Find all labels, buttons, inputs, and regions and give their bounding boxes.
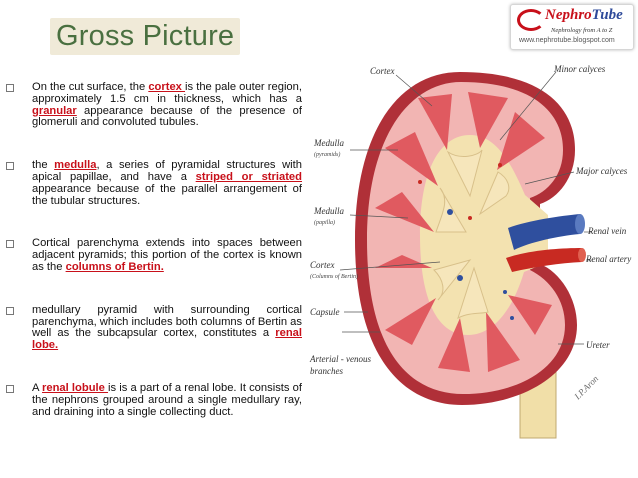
keyword-columns-of-bertin: columns of Bertin.	[65, 260, 164, 273]
pyramid	[497, 112, 545, 170]
square-bullet-icon	[6, 240, 14, 249]
leader-lines	[339, 71, 592, 345]
square-bullet-icon	[6, 384, 14, 393]
bullet-renal-lobule: A renal lobule is is a part of a renal l…	[6, 381, 302, 418]
label-medulla-pyramids: Medulla	[313, 138, 344, 148]
keyword-renal-lobule: renal lobule	[42, 381, 109, 394]
logo-name-part1: Nephro	[545, 7, 592, 23]
label-cortex-columns-sub: (Columns of Bertin)	[310, 273, 358, 280]
page-title: Gross Picture	[50, 18, 241, 55]
logo-url: www.nephrotube.blogspot.com	[519, 37, 615, 44]
nephrotube-logo[interactable]: NephroTube Nephrology from A to Z www.ne…	[510, 4, 634, 50]
bullet-renal-lobe: medullary pyramid with surrounding corti…	[6, 304, 302, 352]
renal-artery	[506, 248, 582, 272]
medullary-pyramids	[375, 92, 552, 372]
logo-name: NephroTube	[545, 7, 623, 24]
renal-vein-end	[575, 214, 585, 234]
keyword-medulla: medulla	[54, 159, 97, 172]
label-major-calyces: Major calyces	[575, 166, 628, 176]
label-arterial-venous: Arterial - venous	[309, 354, 371, 364]
bullet-medulla: the medulla, a series of pyramidal struc…	[6, 159, 302, 207]
renal-vein	[508, 214, 580, 250]
logo-tagline: Nephrology from A to Z	[551, 27, 613, 34]
bullet-cortex: On the cut surface, the cortex is the pa…	[6, 81, 302, 129]
pyramid	[418, 94, 452, 150]
pyramid	[486, 312, 520, 372]
square-bullet-icon	[6, 84, 14, 92]
label-branches: branches	[310, 366, 343, 376]
label-ureter: Ureter	[586, 340, 610, 350]
keyword-cortex: cortex	[148, 81, 186, 93]
keyword-renal-lobe: renal lobe.	[32, 327, 302, 352]
swirl-icon	[517, 9, 545, 31]
bullet-list: On the cut surface, the cortex is the pa…	[6, 81, 302, 418]
keyword-striped: striped or striated	[195, 170, 302, 183]
pyramid	[468, 92, 508, 148]
logo-name-part2: Tube	[591, 7, 623, 23]
bullet-columns-of-bertin: Cortical parenchyma extends into spaces …	[6, 238, 302, 273]
label-minor-calyces: Minor calyces	[553, 64, 606, 74]
pyramid	[375, 192, 434, 232]
pyramid	[438, 318, 470, 372]
label-medulla-papilla-sub: (papilla)	[314, 219, 335, 226]
small-vessels	[418, 163, 514, 320]
label-renal-artery: Renal artery	[585, 254, 631, 264]
square-bullet-icon	[6, 306, 14, 315]
pyramid	[385, 298, 436, 345]
pyramid	[508, 295, 552, 335]
kidney-diagram: Cortex Minor calyces Medulla (pyramids) …	[309, 64, 631, 439]
keyword-granular: granular	[32, 104, 77, 117]
square-bullet-icon	[6, 162, 14, 171]
label-capsule: Capsule	[310, 307, 340, 317]
label-cortex: Cortex	[370, 66, 395, 76]
pyramid	[385, 132, 438, 186]
label-medulla-papilla: Medulla	[313, 206, 344, 216]
renal-sinus	[420, 135, 548, 335]
label-medulla-pyramids-sub: (pyramids)	[314, 151, 340, 158]
pyramid	[375, 255, 432, 268]
illustrator-signature: I.P.Aron	[572, 373, 601, 402]
renal-artery-end	[578, 248, 586, 262]
label-renal-vein: Renal vein	[587, 226, 627, 236]
label-cortex-columns: Cortex	[310, 260, 335, 270]
